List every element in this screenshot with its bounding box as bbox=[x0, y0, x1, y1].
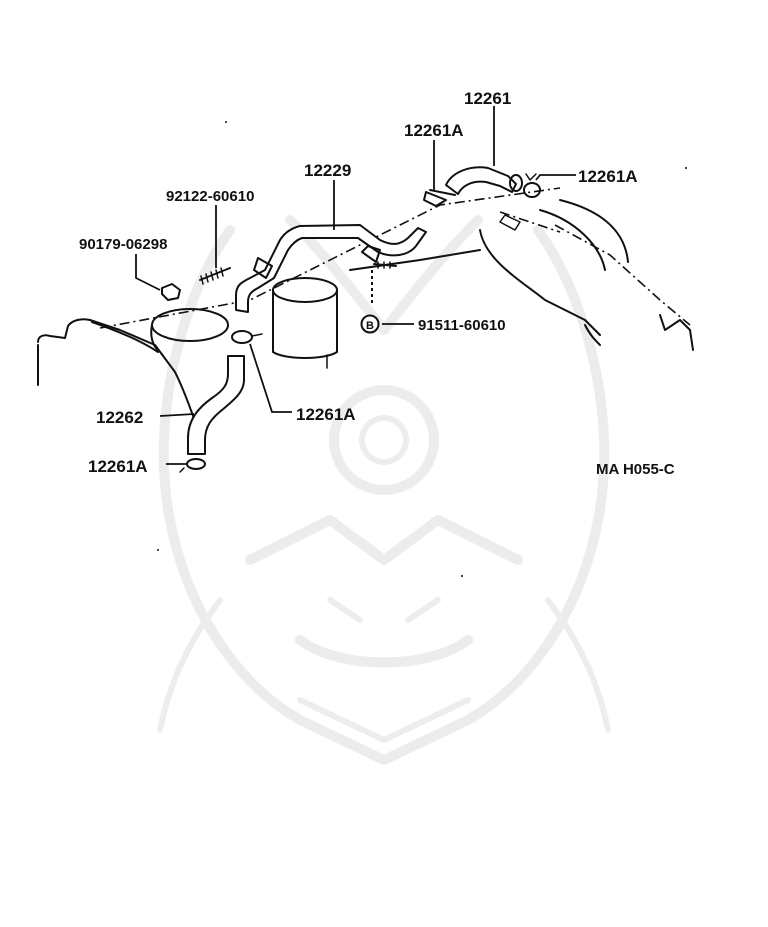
clamp-12261a-right bbox=[523, 173, 541, 198]
bolt-symbol-letter: B bbox=[366, 320, 374, 332]
label-90179-06298: 90179-06298 bbox=[79, 236, 167, 253]
valve-cover-outline bbox=[37, 187, 694, 453]
hose-12261 bbox=[445, 166, 523, 195]
label-92122-60610: 92122-60610 bbox=[166, 188, 254, 205]
clamp-12261a-mid bbox=[231, 330, 263, 344]
label-12261a-mid: 12261A bbox=[296, 405, 356, 424]
hose-12262 bbox=[187, 355, 245, 455]
oil-filler-cap bbox=[150, 308, 229, 351]
label-12261a-top: 12261A bbox=[404, 121, 464, 140]
nut-90179 bbox=[161, 283, 181, 301]
label-12261a-bottom: 12261A bbox=[88, 457, 148, 476]
label-12262: 12262 bbox=[96, 408, 143, 427]
scan-specks bbox=[157, 121, 687, 577]
clamp-12261a-top bbox=[423, 191, 447, 207]
pcv-canister bbox=[272, 277, 338, 369]
label-12229: 12229 bbox=[304, 161, 351, 180]
samurai-helmet-watermark-icon bbox=[157, 215, 611, 765]
hose-12229 bbox=[235, 224, 427, 313]
label-12261a-right: 12261A bbox=[578, 167, 638, 186]
label-91511-60610: 91511-60610 bbox=[418, 317, 506, 334]
reference-code: MA H055-C bbox=[596, 461, 675, 478]
bolt-91511-guide bbox=[371, 261, 397, 305]
bolt-b-symbol: B bbox=[360, 314, 380, 334]
clamp-12261a-bottom bbox=[179, 458, 206, 473]
stud-bolt-92122 bbox=[199, 267, 231, 285]
label-12261: 12261 bbox=[464, 89, 511, 108]
leader-lines bbox=[135, 106, 576, 465]
